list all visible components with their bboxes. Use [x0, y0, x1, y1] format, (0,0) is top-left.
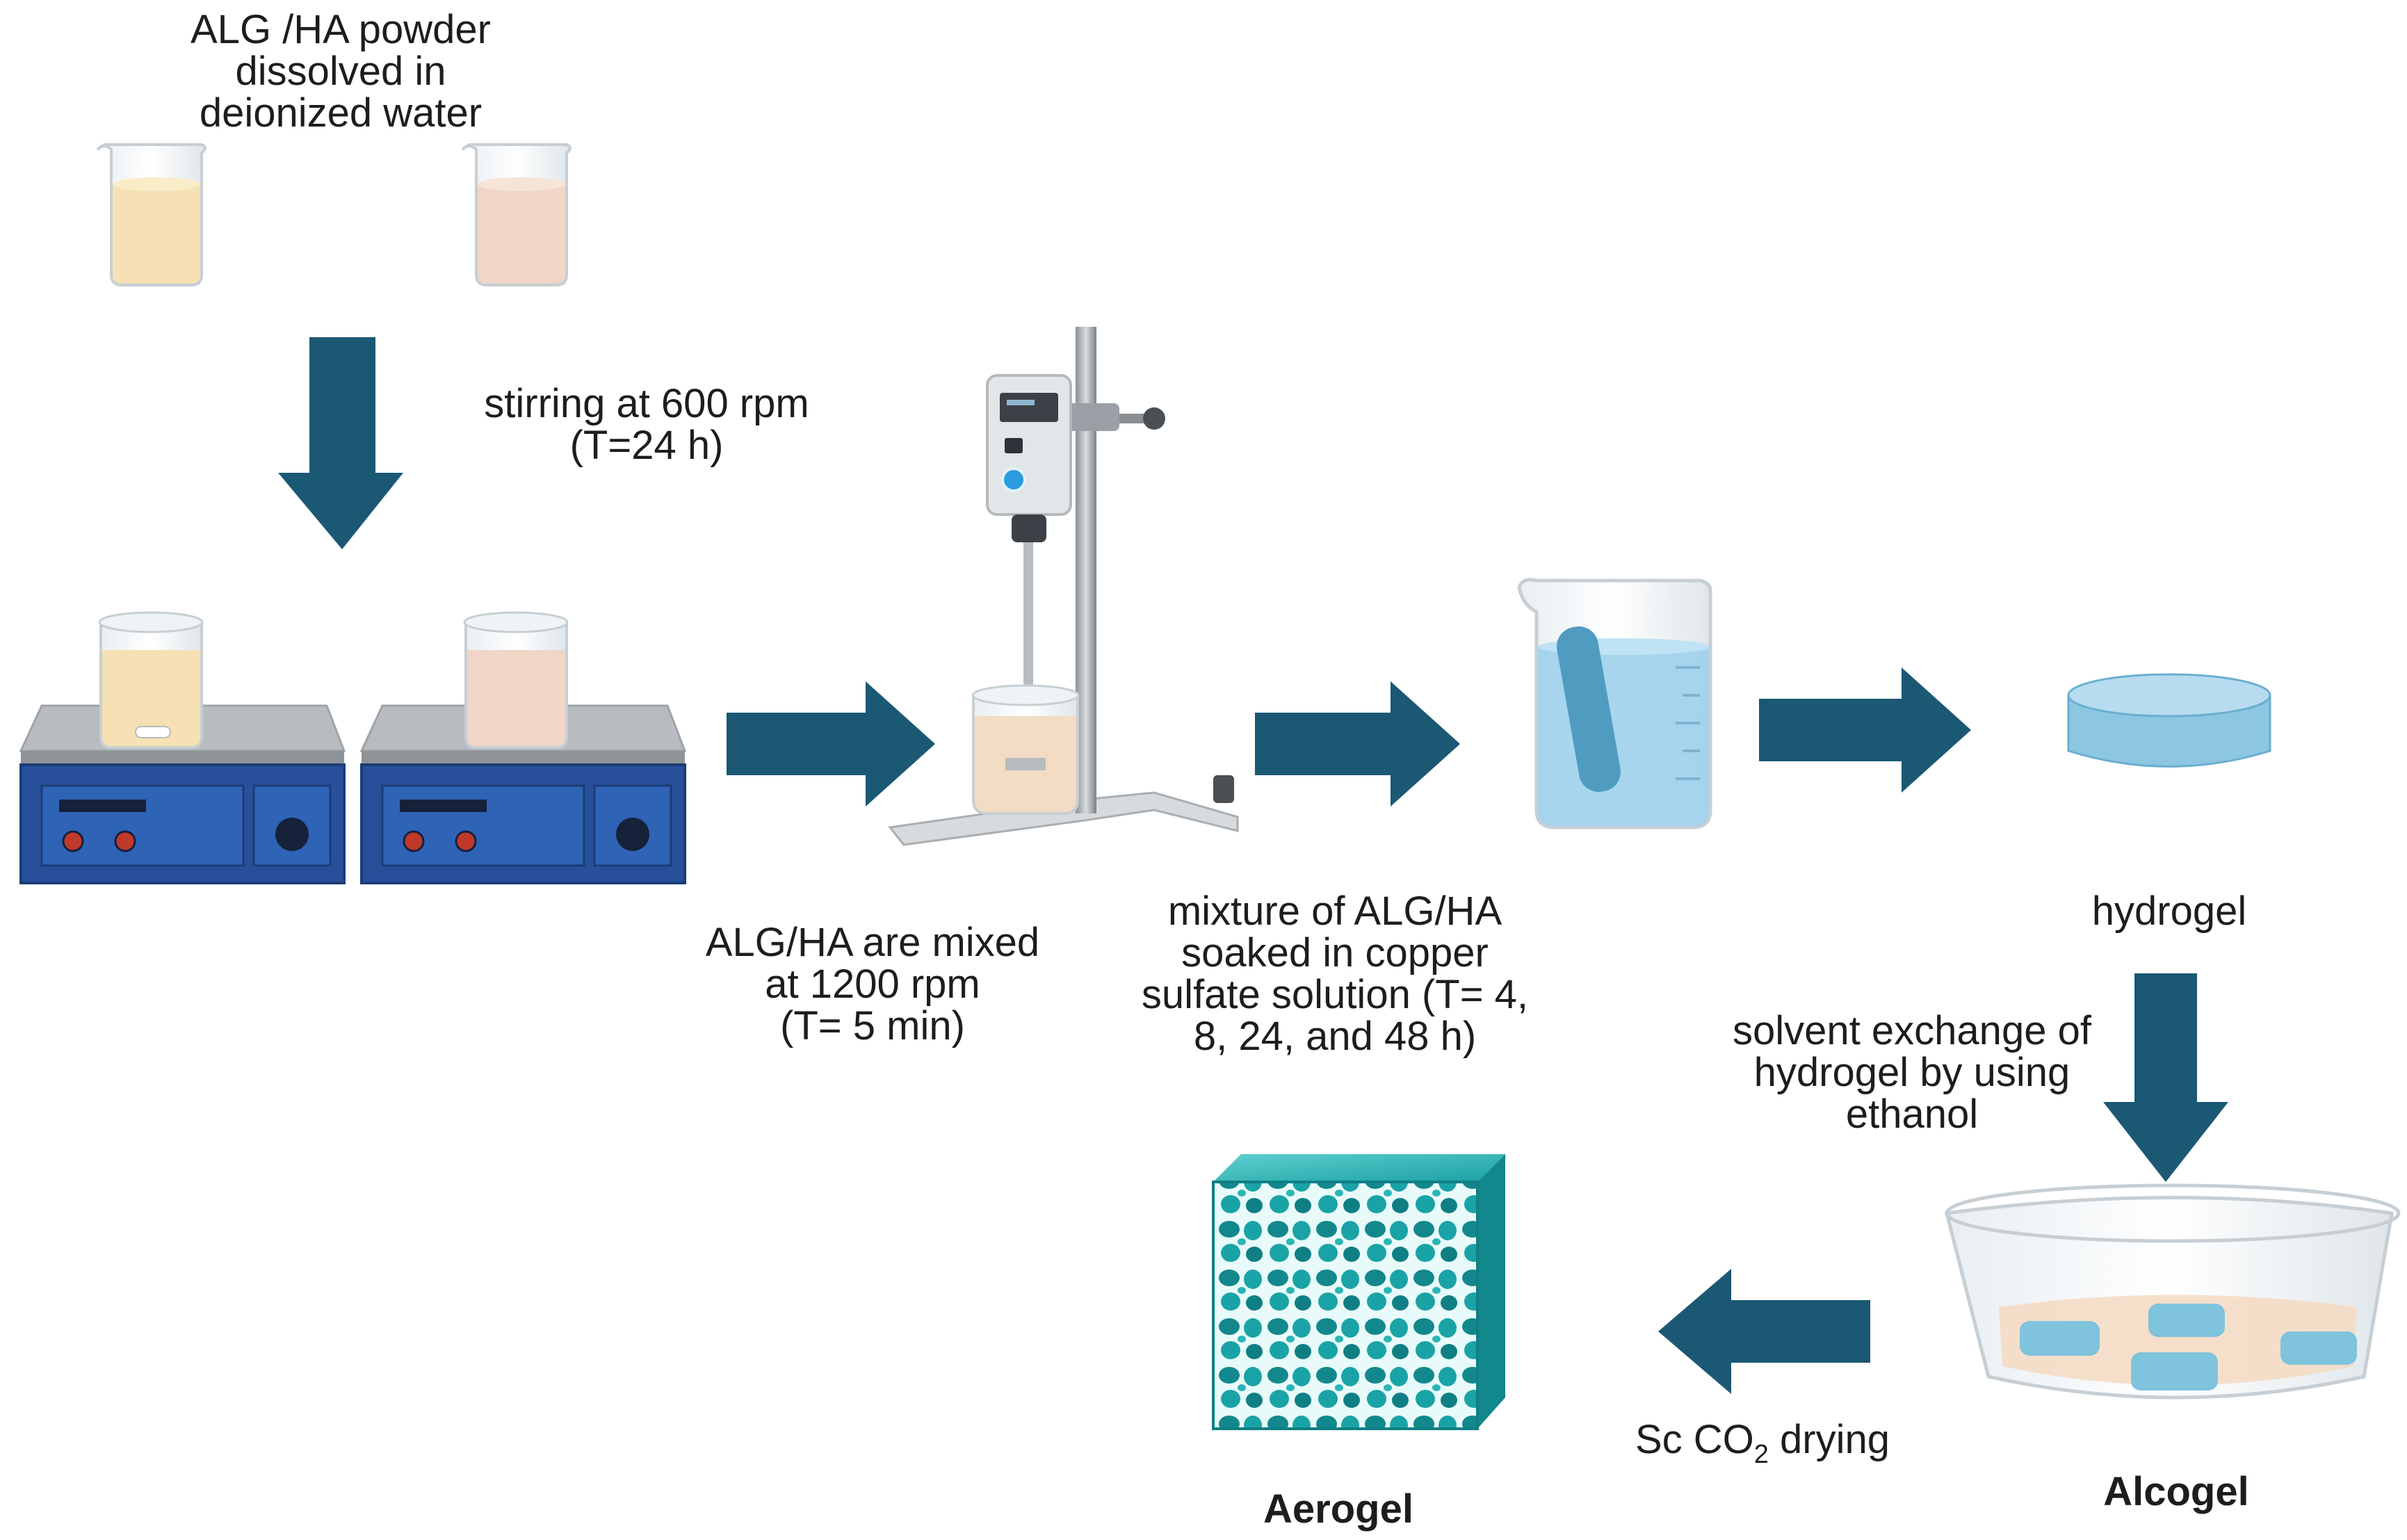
soaked-line-2: soaked in copper	[1181, 930, 1489, 975]
soaked-line-3: sulfate solution (T= 4,	[1142, 972, 1528, 1017]
svg-text:at 1200 rpm: at 1200 rpm	[765, 962, 980, 1007]
overhead-mixer-icon	[888, 327, 1239, 846]
mixed-line-2: at 1200 rpm	[765, 962, 980, 1007]
petri-dish-icon	[1944, 1183, 2401, 1400]
hydrogel-disc	[2067, 673, 2271, 768]
mixed-line-1: ALG/HA are mixed	[706, 920, 1039, 965]
svg-text:sulfate solution (T= 4,: sulfate solution (T= 4,	[1142, 972, 1528, 1017]
svg-text:ethanol: ethanol	[1846, 1092, 1978, 1137]
powder-line-1: ALG /HA powder	[191, 7, 491, 52]
solvent-line-1: solvent exchange of	[1733, 1008, 2092, 1053]
svg-text:dissolved in: dissolved in	[235, 49, 446, 94]
aerogel-label: Aerogel	[1263, 1486, 1413, 1532]
soaked-line-4: 8, 24, and 48 h)	[1194, 1014, 1476, 1059]
left-arrow-icon	[1658, 1269, 1870, 1394]
svg-text:(T=24 h): (T=24 h)	[570, 423, 724, 468]
mixed-line-3: (T= 5 min)	[780, 1003, 965, 1048]
aerogel-cube-icon	[1212, 1154, 1505, 1430]
solvent-line-3: ethanol	[1846, 1092, 1978, 1137]
svg-text:hydrogel by using: hydrogel by using	[1754, 1050, 2070, 1095]
svg-text:mixture of ALG/HA: mixture of ALG/HA	[1168, 889, 1502, 934]
hydrogel-label: hydrogel	[2092, 889, 2246, 934]
hotplate-stirrer-1	[19, 611, 346, 884]
ha-beaker-top	[461, 143, 572, 286]
alg-beaker-top	[96, 143, 206, 286]
powder-label: ALG /HA powder dissolved in deionized wa…	[191, 7, 491, 136]
right-arrow-icon	[1255, 681, 1460, 807]
solvent-line-2: hydrogel by using	[1754, 1050, 2070, 1095]
svg-text:stirring at 600 rpm: stirring at 600 rpm	[484, 381, 809, 426]
svg-text:ALG/HA are mixed: ALG/HA are mixed	[706, 920, 1039, 965]
hotplate-stirrer-2	[359, 611, 687, 884]
svg-text:(T= 5 min): (T= 5 min)	[780, 1003, 965, 1048]
soaked-line-1: mixture of ALG/HA	[1168, 889, 1502, 934]
copper-sulfate-beaker	[1517, 578, 1712, 829]
drying-label: Sc CO2 drying	[1635, 1417, 1890, 1469]
soaked-label: mixture of ALG/HA soaked in copper sulfa…	[1142, 889, 1528, 1059]
hotplate-stirrer-icon	[359, 704, 687, 884]
stirring-label: stirring at 600 rpm (T=24 h)	[484, 381, 809, 468]
right-arrow-icon	[1759, 667, 1971, 793]
svg-text:8, 24, and 48 h): 8, 24, and 48 h)	[1194, 1014, 1476, 1059]
svg-text:deionized water: deionized water	[200, 90, 482, 136]
svg-text:ALG /HA powder: ALG /HA powder	[191, 7, 491, 52]
alcogel-label: Alcogel	[2103, 1469, 2249, 1514]
svg-text:solvent exchange of: solvent exchange of	[1733, 1008, 2092, 1053]
overhead-mixer	[888, 327, 1239, 846]
mixed-label: ALG/HA are mixed at 1200 rpm (T= 5 min)	[706, 920, 1039, 1048]
stirring-line-2: (T=24 h)	[570, 423, 724, 468]
stirring-line-1: stirring at 600 rpm	[484, 381, 809, 426]
down-arrow-icon	[278, 337, 403, 549]
right-arrow-icon	[727, 681, 935, 807]
powder-line-3: deionized water	[200, 90, 482, 136]
powder-line-2: dissolved in	[235, 49, 446, 94]
svg-text:soaked in copper: soaked in copper	[1181, 930, 1489, 975]
solvent-label: solvent exchange of hydrogel by using et…	[1733, 1008, 2092, 1137]
down-arrow-icon	[2103, 973, 2228, 1182]
aerogel-cube	[1212, 1154, 1505, 1430]
alcogel-petri-dish	[1944, 1183, 2401, 1400]
